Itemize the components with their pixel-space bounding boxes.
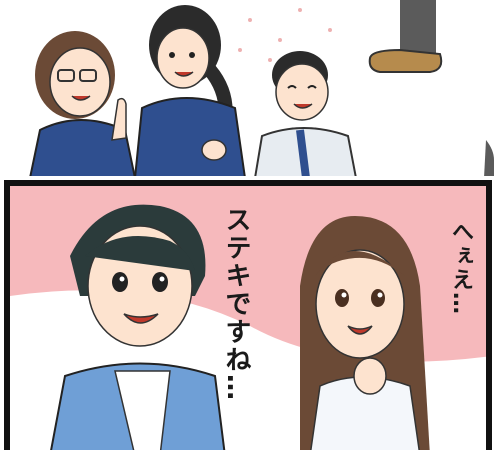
woman-ponytail bbox=[133, 5, 247, 178]
speech-bubble-text-right: へぇえ… bbox=[448, 220, 473, 316]
speech-bubble-text-left: ステキですね… bbox=[221, 206, 251, 402]
top-panel bbox=[0, 0, 494, 178]
woman-glasses bbox=[28, 31, 137, 178]
woman-character bbox=[300, 216, 430, 450]
top-panel-art bbox=[28, 0, 494, 178]
man-character bbox=[50, 204, 226, 450]
panel-gutter bbox=[0, 176, 494, 180]
bottom-panel-art bbox=[10, 204, 486, 450]
bottom-panel: ステキですね… へぇえ… bbox=[4, 180, 492, 450]
leg-top-right bbox=[368, 0, 443, 73]
man-work-jacket bbox=[253, 51, 358, 178]
sparkle-dots bbox=[238, 8, 332, 62]
partial-person bbox=[484, 140, 494, 178]
